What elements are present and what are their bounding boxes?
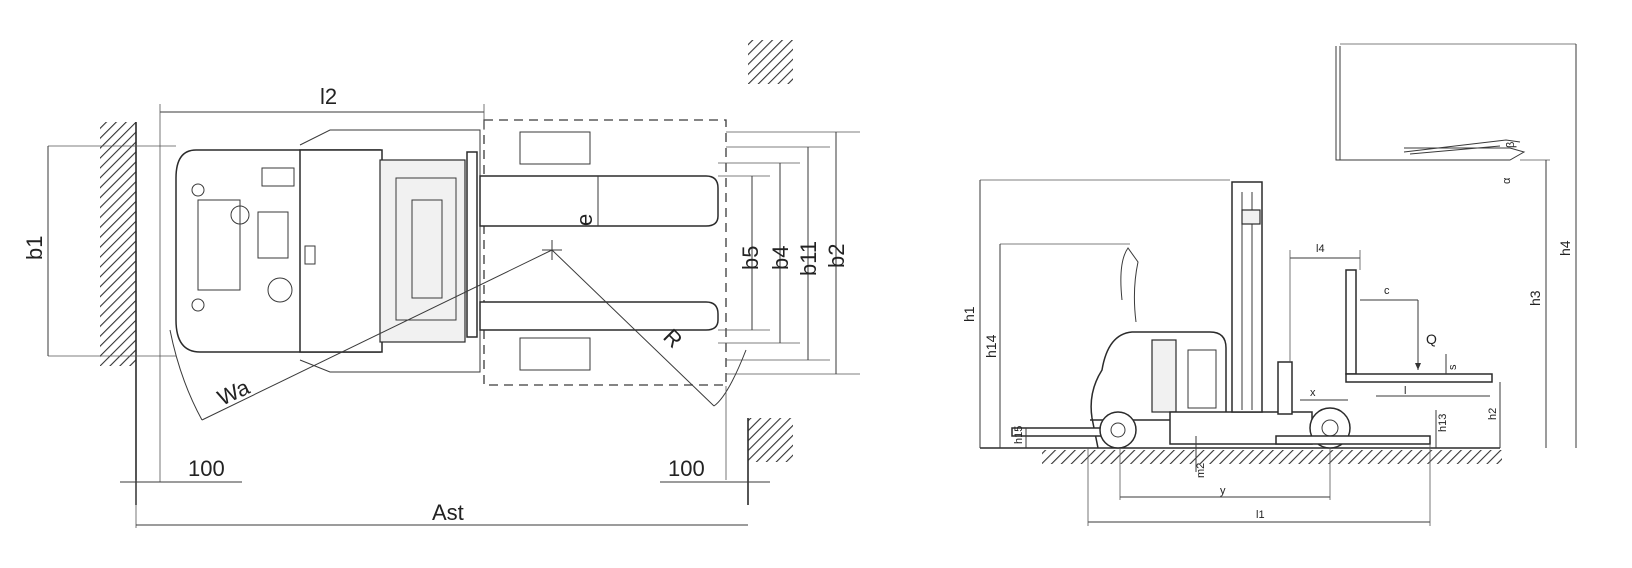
mast-bar — [466, 151, 478, 338]
label-Wa: Wa — [214, 374, 254, 411]
label-h4: h4 — [1557, 240, 1573, 256]
label-l1: l1 — [1256, 509, 1265, 521]
label-h15: h15 — [1013, 426, 1025, 444]
label-h14: h14 — [983, 334, 999, 358]
label-alpha: α — [1501, 177, 1513, 184]
label-e: e — [572, 214, 597, 226]
label-h13: h13 — [1437, 414, 1449, 432]
label-x: x — [1310, 387, 1316, 399]
fork-lower — [479, 301, 719, 331]
pallet-outline — [483, 119, 727, 386]
label-h2: h2 — [1487, 408, 1499, 420]
left-wall-hatch — [100, 122, 136, 366]
label-c: c — [1384, 285, 1390, 297]
top-view: l2 b1 e b5 b4 b11 b2 R Wa 100 100 Ast — [22, 40, 860, 528]
label-Ast: Ast — [432, 500, 464, 525]
bottom-right-wall-hatch — [748, 418, 793, 462]
label-m2: m2 — [1195, 463, 1207, 478]
fork-lowered — [1275, 435, 1431, 445]
label-100-left: 100 — [188, 456, 225, 481]
label-b5: b5 — [738, 246, 763, 270]
label-h1: h1 — [961, 306, 977, 322]
side-view: h1 h14 h15 h4 h3 h2 h13 m2 l4 c Q s l x … — [961, 43, 1577, 526]
label-beta: β — [1505, 142, 1517, 148]
fork-raised — [1345, 373, 1493, 383]
ground-hatch — [1042, 450, 1502, 464]
fork-top-position — [1335, 46, 1526, 161]
fork-upper — [479, 175, 719, 227]
label-100-right: 100 — [668, 456, 705, 481]
label-y: y — [1220, 485, 1226, 497]
drive-wheel — [1099, 411, 1137, 449]
label-b1: b1 — [22, 236, 47, 260]
label-Q: Q — [1426, 331, 1437, 347]
label-l: l — [1404, 385, 1406, 397]
top-right-wall-hatch — [748, 40, 793, 84]
label-b2: b2 — [824, 244, 849, 268]
label-s: s — [1447, 364, 1459, 370]
label-b11: b11 — [796, 241, 821, 276]
label-l2: l2 — [320, 84, 337, 109]
label-b4: b4 — [768, 246, 793, 270]
label-l4: l4 — [1316, 243, 1325, 255]
label-h3: h3 — [1527, 290, 1543, 306]
